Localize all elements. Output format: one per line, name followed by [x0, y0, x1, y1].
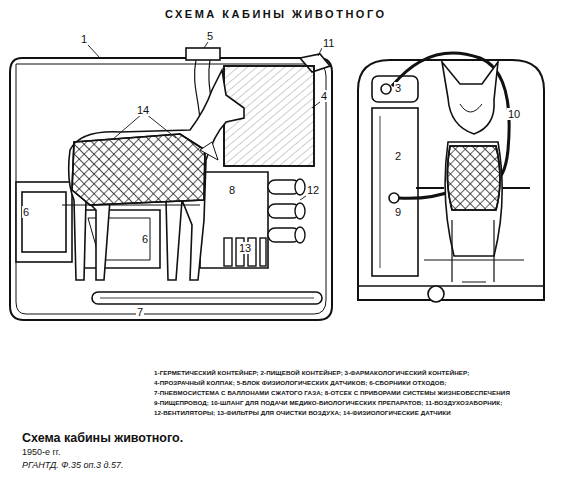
key-line: 1-ГЕРМЕТИЧЕСКИЙ КОНТЕЙНЕР; 2-ПИЩЕВОЙ КОН…: [154, 370, 469, 377]
callout-number: 2: [394, 150, 402, 162]
callout-number: 3: [394, 82, 402, 94]
callout-number: 1: [80, 33, 88, 45]
key-line: 9-ПИЩЕПРОВОД; 10-ШЛАНГ ДЛЯ ПОДАЧИ МЕДИКО…: [154, 400, 502, 407]
key-line: 12-ВЕНТИЛЯТОРЫ; 13-ФИЛЬТРЫ ДЛЯ ОЧИСТКИ В…: [154, 410, 451, 417]
callout-number: 9: [394, 206, 402, 218]
source-note: РГАНТД. Ф.35 оп.3 д.57.: [22, 461, 123, 471]
callout-number: 14: [136, 104, 150, 116]
callout-number: 6: [22, 206, 30, 218]
caption: Схема кабины животного.: [22, 432, 183, 446]
callout-number: 5: [206, 30, 214, 42]
callout-number: 7: [136, 306, 144, 318]
callout-number: 13: [238, 242, 252, 254]
callout-number: 11: [322, 37, 335, 49]
callout-number: 12: [306, 184, 320, 196]
diagram-title: СХЕМА КАБИНЫ ЖИВОТНОГО: [165, 8, 387, 20]
callout-number: 4: [320, 90, 328, 102]
callout-number: 6: [141, 233, 149, 245]
key-line: 4-ПРОЗРАЧНЫЙ КОЛПАК; 5-БЛОК ФИЗИОЛОГИЧЕС…: [154, 380, 446, 387]
callout-number: 8: [228, 184, 236, 196]
callout-number: 10: [507, 108, 521, 120]
source-note: 1950-е гг.: [22, 448, 61, 458]
key-line: 7-ПНЕВМОСИСТЕМА С БАЛЛОНАМИ СЖАТОГО ГАЗА…: [154, 390, 510, 397]
